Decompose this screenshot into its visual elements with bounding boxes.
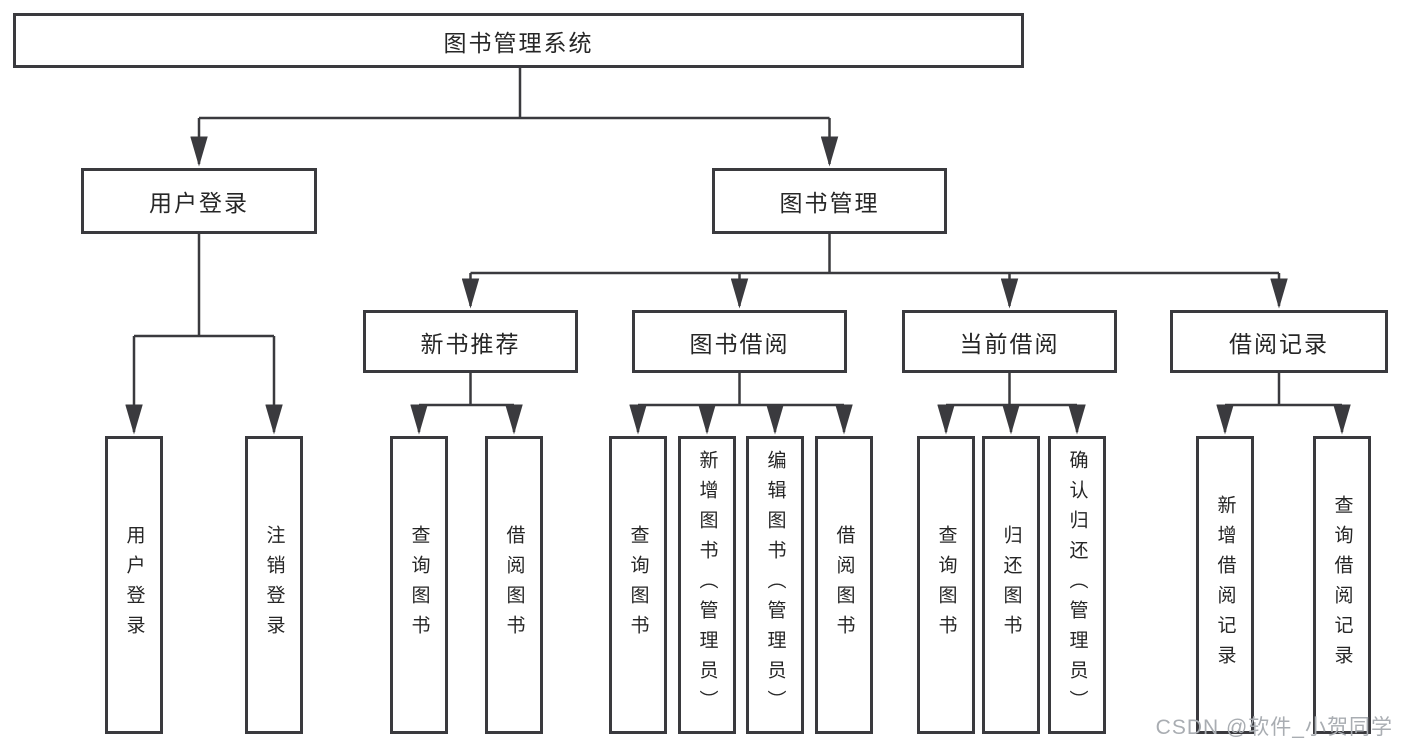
leaf-label: 新增借阅记录 bbox=[1214, 495, 1236, 675]
leaf-label: 注销登录 bbox=[263, 525, 285, 645]
node-label: 新书推荐 bbox=[420, 330, 521, 357]
leaf-return-books: 归还图书 bbox=[982, 436, 1040, 734]
leaf-borrow-books-recommend: 借阅图书 bbox=[485, 436, 543, 734]
leaf-label: 用户登录 bbox=[123, 525, 145, 645]
leaf-label: 归还图书 bbox=[1000, 525, 1022, 645]
leaf-label: 借阅图书 bbox=[503, 525, 525, 645]
leaf-edit-books-admin: 编辑图书（管理员） bbox=[746, 436, 804, 734]
node-label: 图书借阅 bbox=[689, 330, 790, 357]
node-book-borrow: 图书借阅 bbox=[632, 310, 847, 373]
leaf-query-books-borrow: 查询图书 bbox=[609, 436, 667, 734]
leaf-label: 查询图书 bbox=[627, 525, 649, 645]
leaf-label: 编辑图书（管理员） bbox=[764, 450, 786, 720]
leaf-logout: 注销登录 bbox=[245, 436, 303, 734]
node-book-management: 图书管理 bbox=[712, 168, 947, 234]
node-label: 当前借阅 bbox=[959, 330, 1060, 357]
node-label: 图书管理系统 bbox=[443, 29, 594, 56]
node-new-book-recommend: 新书推荐 bbox=[363, 310, 578, 373]
leaf-borrow-books: 借阅图书 bbox=[815, 436, 873, 734]
node-library-management-system: 图书管理系统 bbox=[13, 13, 1024, 68]
leaf-label: 确认归还（管理员） bbox=[1066, 450, 1088, 720]
node-current-borrow: 当前借阅 bbox=[902, 310, 1117, 373]
leaf-label: 查询图书 bbox=[935, 525, 957, 645]
leaf-query-books-recommend: 查询图书 bbox=[390, 436, 448, 734]
watermark-text: CSDN @软件_小贺同学 bbox=[1155, 716, 1393, 739]
leaf-query-borrow-record: 查询借阅记录 bbox=[1313, 436, 1371, 734]
node-borrow-records: 借阅记录 bbox=[1170, 310, 1388, 373]
leaf-label: 借阅图书 bbox=[833, 525, 855, 645]
leaf-add-books-admin: 新增图书（管理员） bbox=[678, 436, 736, 734]
node-label: 借阅记录 bbox=[1229, 330, 1329, 357]
leaf-add-borrow-record: 新增借阅记录 bbox=[1196, 436, 1254, 734]
leaf-confirm-return-admin: 确认归还（管理员） bbox=[1048, 436, 1106, 734]
leaf-label: 新增图书（管理员） bbox=[696, 450, 718, 720]
leaf-user-login: 用户登录 bbox=[105, 436, 163, 734]
node-label: 用户登录 bbox=[149, 190, 249, 216]
node-user-login: 用户登录 bbox=[81, 168, 317, 234]
leaf-query-books-current: 查询图书 bbox=[917, 436, 975, 734]
leaf-label: 查询图书 bbox=[408, 525, 430, 645]
node-label: 图书管理 bbox=[779, 190, 880, 216]
leaf-label: 查询借阅记录 bbox=[1331, 495, 1353, 675]
